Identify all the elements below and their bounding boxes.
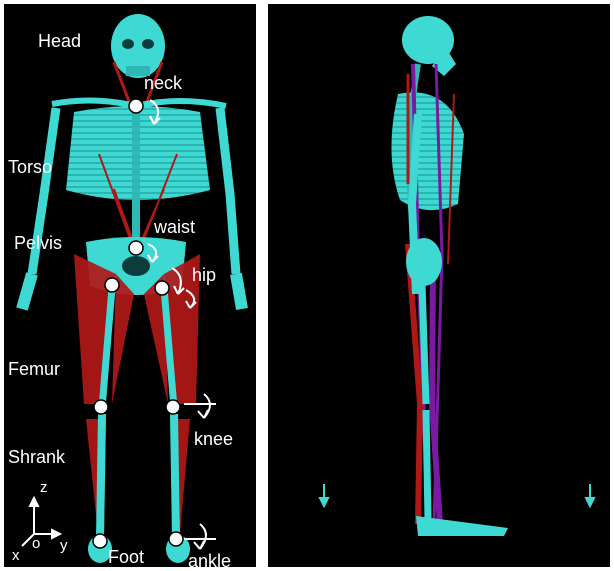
ankle-joint-right xyxy=(169,532,183,546)
front-view-panel: Head neck Torso waist Pelvis hip Femur k… xyxy=(4,4,256,567)
hip-joint-right xyxy=(155,281,169,295)
axis-label-x: x xyxy=(12,548,20,563)
leg-muscles xyxy=(74,254,200,534)
axis-label-y: y xyxy=(60,538,68,553)
label-waist: waist xyxy=(154,218,195,236)
side-view-panel xyxy=(268,4,610,567)
label-neck: neck xyxy=(144,74,182,92)
knee-joint-right xyxy=(166,400,180,414)
knee-joint-left xyxy=(94,400,108,414)
axis-label-o: o xyxy=(32,536,40,551)
axis-triad xyxy=(22,498,60,546)
label-foot: Foot xyxy=(108,548,144,566)
axis-label-z: z xyxy=(40,480,48,495)
label-head: Head xyxy=(38,32,81,50)
leg-bones xyxy=(100,288,176,539)
side-pelvis xyxy=(406,238,442,286)
label-torso: Torso xyxy=(8,158,52,176)
label-femur: Femur xyxy=(8,360,60,378)
skull xyxy=(111,14,165,78)
waist-joint xyxy=(129,241,143,255)
label-knee: knee xyxy=(194,430,233,448)
side-skull xyxy=(402,16,456,76)
right-arm xyxy=(220,108,242,309)
label-shrank: Shrank xyxy=(8,448,65,466)
floor-markers xyxy=(320,484,594,506)
label-ankle: ankle xyxy=(188,552,231,567)
neck-joint xyxy=(129,99,143,113)
ankle-joint-left xyxy=(93,534,107,548)
side-foot xyxy=(416,516,508,536)
label-hip: hip xyxy=(192,266,216,284)
side-legs xyxy=(422,284,428,519)
hip-joint-left xyxy=(105,278,119,292)
left-arm xyxy=(22,108,56,309)
side-ribcage xyxy=(391,64,464,254)
label-pelvis: Pelvis xyxy=(14,234,62,252)
side-skeleton-figure xyxy=(268,4,610,567)
